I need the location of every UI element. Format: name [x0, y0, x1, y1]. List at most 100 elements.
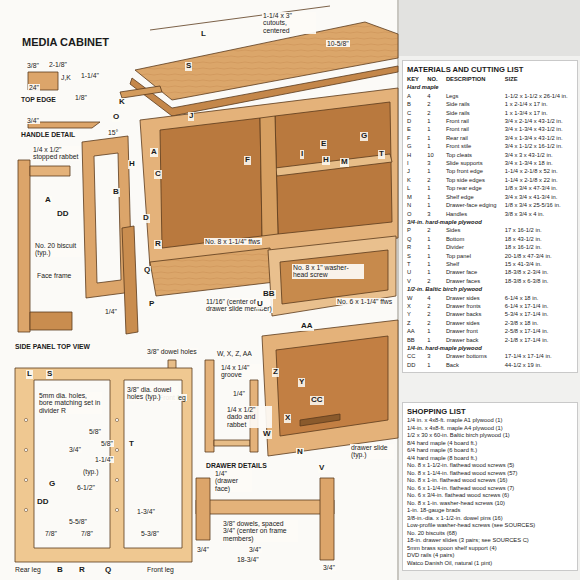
part-letter: R — [154, 240, 162, 249]
table-cell: S — [407, 252, 424, 260]
upper-drawer — [268, 236, 396, 316]
annotation: 5mm dia. holes, bore matching set in div… — [38, 392, 102, 414]
table-cell: 3/4 x 1-3/4 x 18 in. — [505, 159, 573, 167]
table-cell: Back — [446, 361, 502, 369]
part-letter: B — [112, 188, 120, 197]
table-cell: Front stile — [446, 142, 502, 150]
annotation: No. 8 x 1-1/4" ffws — [204, 238, 262, 245]
table-cell: 17 x 16-1/2 in. — [505, 226, 573, 234]
table-cell: Side rails — [446, 109, 502, 117]
table-cell: 1 x 1-3/4 x 17 in. — [505, 109, 573, 117]
table-cell: G — [407, 142, 424, 150]
table-cell: Top cleats — [446, 151, 502, 159]
table-cell: Shelf edge — [446, 193, 502, 201]
table-cell: 3/4 x 3/4 x 41-3/4 in. — [505, 193, 573, 201]
table-cell: Front rail — [446, 117, 502, 125]
table-cell: 1 — [427, 117, 443, 125]
dimension: 3/4" — [196, 546, 210, 553]
table-cell: Top side edges — [446, 176, 502, 184]
table-cell: 1/2-in. Baltic birch plywood — [407, 285, 573, 293]
part-letter: E — [320, 140, 327, 149]
table-cell: 2 — [427, 302, 443, 310]
annotation: Front leg — [146, 566, 175, 573]
table-cell: 1 — [427, 252, 443, 260]
table-cell: Y — [407, 310, 424, 318]
table-cell: 1 — [427, 235, 443, 243]
list-item: 6/4 hard maple (6 board ft.) — [407, 447, 573, 455]
table-cell: N — [407, 201, 424, 209]
annotation: J,K — [60, 74, 72, 81]
part-letter: N — [296, 448, 304, 457]
table-cell: 3/4 x 1-3/4 x 43-1/2 in. — [505, 125, 573, 133]
table-cell: Drawer front — [446, 327, 502, 335]
dimension: 24" — [28, 84, 40, 91]
table-cell: 1 — [427, 125, 443, 133]
table-cell: 1 — [427, 361, 443, 369]
annotation: drawer slide (typ.) — [350, 444, 394, 459]
part-letter: DD — [36, 498, 50, 507]
table-cell: B — [407, 100, 424, 108]
annotation: No. 20 biscuit (typ.) — [34, 242, 82, 257]
right-opening — [275, 102, 392, 234]
list-item: No. 8 x 1-in. flathead wood screws (16) — [407, 477, 573, 485]
panel-heading: MATERIALS AND CUTTING LIST — [407, 64, 573, 75]
table-cell: R — [407, 243, 424, 251]
dimension: 3/4" — [68, 446, 82, 453]
list-item: 1/2 x 30 x 60-in. Baltic birch plywood (… — [407, 432, 573, 440]
table-cell: Top panel — [446, 252, 502, 260]
dimension: 5-5/8" — [68, 518, 88, 525]
table-cell: Drawer back — [446, 336, 502, 344]
part-letter: T — [378, 150, 385, 159]
table-cell: U — [407, 268, 424, 276]
table-cell: 5-3/4 x 17-1/4 in. — [505, 310, 573, 318]
dimension: 3/4" — [26, 117, 40, 124]
part-letter: G — [48, 480, 56, 489]
dimension: 5/8" — [100, 440, 114, 447]
part-letter: T — [128, 440, 135, 449]
view-heading: DRAWER DETAILS — [205, 462, 268, 469]
lower-drawer — [262, 320, 398, 456]
table-cell: 2 — [427, 310, 443, 318]
table-cell: 2-1/8 x 17-1/4 in. — [505, 336, 573, 344]
table-cell: 18 x 43-1/2 in. — [505, 235, 573, 243]
list-item: Low-profile washer-head screws (see SOUR… — [407, 522, 573, 530]
left-opening — [160, 118, 262, 248]
table-cell: DESCRIPTION — [446, 75, 502, 83]
annotation: 1/4 x 1/4" groove — [220, 364, 262, 379]
dimension: 3/4" — [248, 546, 262, 553]
gutter — [397, 0, 399, 580]
dimension: 1/4" — [232, 390, 246, 397]
table-cell: 18 x 16-1/2 in. — [505, 243, 573, 251]
face-frame-elevation — [15, 368, 192, 562]
table-cell: 1 x 2-1/4 x 17 in. — [505, 100, 573, 108]
table-cell: C — [407, 109, 424, 117]
rail — [196, 500, 334, 514]
table-cell: 1-1/4 x 2-1/8 x 22 in. — [505, 176, 573, 184]
annotation: W, X, Z, AA — [216, 350, 253, 357]
part-letter: V — [318, 464, 325, 473]
view-heading: HANDLE DETAIL — [20, 131, 76, 138]
table-cell: Shelf — [446, 260, 502, 268]
table-cell: F — [407, 134, 424, 142]
part-letter: A — [150, 148, 158, 157]
table-cell: 1 — [427, 142, 443, 150]
annotation: 1/4 x 1/2" dado and rabbet — [226, 406, 272, 428]
table-cell: 1-1/2 x 1-1/2 x 26-1/4 in. — [505, 92, 573, 100]
table-cell: Drawer bottoms — [446, 352, 502, 360]
part-letter: I — [300, 150, 304, 159]
part-letter: L — [26, 370, 33, 379]
table-cell: J — [407, 167, 424, 175]
table-cell: 2 — [427, 319, 443, 327]
table-cell: Drawer-face edging — [446, 201, 502, 209]
annotation: 1/4" (drawer face) — [214, 470, 252, 492]
table-cell: 2 — [427, 100, 443, 108]
table-cell: Bottom — [446, 235, 502, 243]
part-letter: Z — [272, 368, 279, 377]
table-cell: BB — [407, 336, 424, 344]
dimension: (typ.) — [82, 468, 99, 475]
table-cell: Drawer sides — [446, 294, 502, 302]
list-item: 1/4 in. x 4x8-ft. maple A1 plywood (1) — [407, 417, 573, 425]
annotation: 3/8" dia. dowel holes (typ.) — [126, 386, 178, 401]
bottom-panel — [150, 248, 275, 296]
part-letter: BB — [262, 290, 276, 299]
